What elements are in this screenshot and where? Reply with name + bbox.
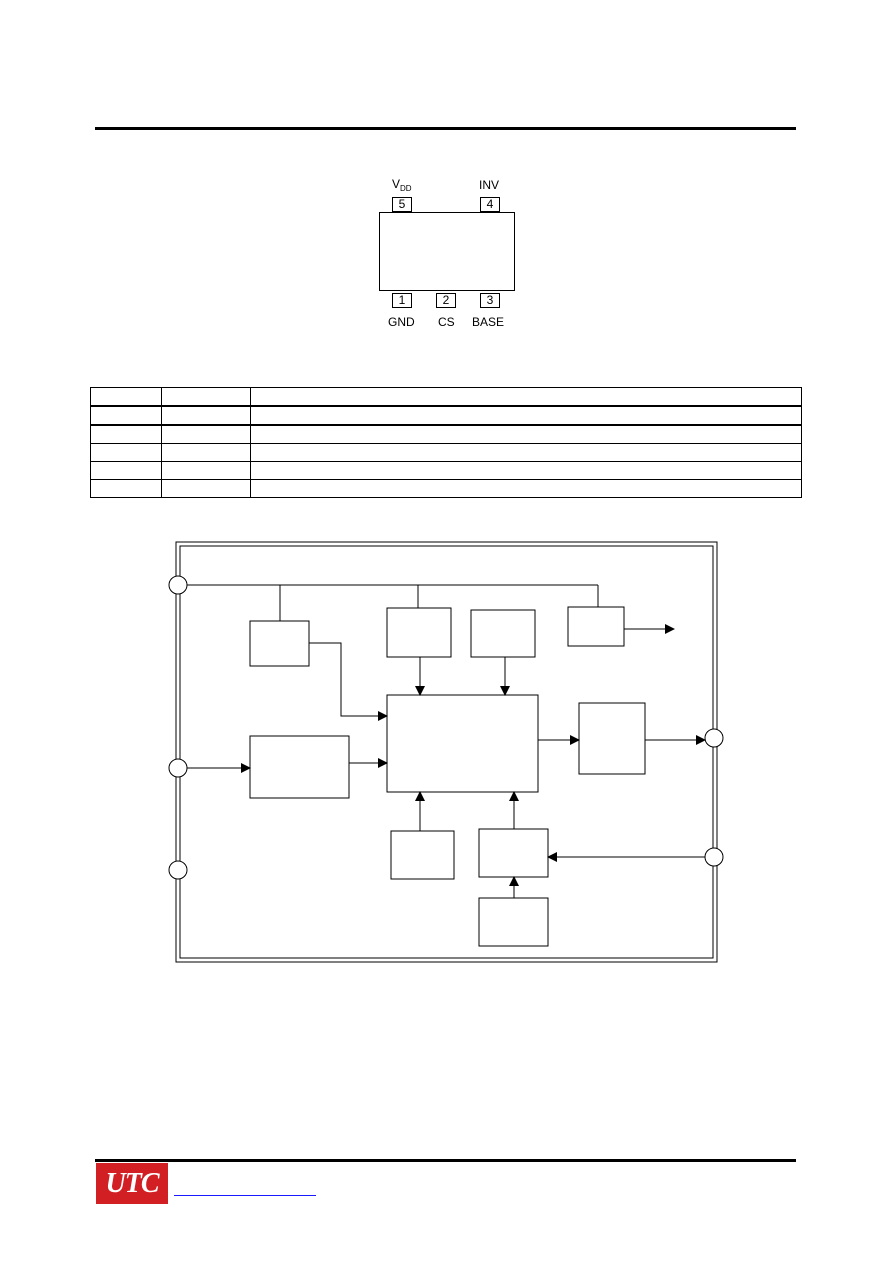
header-rule bbox=[95, 127, 796, 130]
table-cell bbox=[250, 424, 802, 444]
block-a bbox=[249, 620, 310, 667]
diagram-outer-frame bbox=[175, 541, 718, 963]
block-d bbox=[567, 606, 625, 647]
pin-2-label: CS bbox=[438, 315, 455, 329]
pin-3-label: BASE bbox=[472, 315, 505, 329]
pin-4-label: INV bbox=[479, 178, 500, 192]
arrow bbox=[309, 642, 388, 721]
footer-link-underline[interactable] bbox=[174, 1195, 316, 1196]
table-cell bbox=[90, 424, 162, 444]
table-cell bbox=[90, 479, 162, 498]
footer-rule bbox=[95, 1159, 796, 1162]
table-cell bbox=[250, 405, 802, 426]
block-b bbox=[386, 607, 452, 658]
table-cell bbox=[90, 443, 162, 462]
table-header-row bbox=[90, 387, 802, 407]
table-cell bbox=[250, 479, 802, 498]
table-cell bbox=[90, 461, 162, 480]
pin-1-box: 1 bbox=[392, 293, 412, 308]
pin-configuration-diagram: VDD INV 5 4 1 2 3 GND CS BASE bbox=[370, 172, 530, 337]
table-cell bbox=[161, 461, 251, 480]
pin-2-box: 2 bbox=[436, 293, 456, 308]
terminal-circle bbox=[168, 758, 188, 778]
utc-logo: UTC bbox=[96, 1163, 168, 1204]
table-cell bbox=[161, 424, 251, 444]
terminal-circle bbox=[168, 575, 188, 595]
pin-4-box: 4 bbox=[480, 197, 500, 212]
pin-5-label: VDD bbox=[392, 177, 412, 193]
chip-body bbox=[379, 212, 515, 291]
table-cell bbox=[90, 405, 162, 426]
table-cell bbox=[161, 387, 251, 407]
block-g bbox=[390, 830, 455, 880]
block-c bbox=[470, 609, 536, 658]
pin-description-table bbox=[90, 387, 802, 498]
table-row bbox=[90, 443, 802, 462]
table-cell bbox=[250, 387, 802, 407]
pin-1-label: GND bbox=[388, 315, 415, 329]
terminal-circle bbox=[704, 728, 724, 748]
table-cell bbox=[161, 443, 251, 462]
pin-5-box: 5 bbox=[392, 197, 412, 212]
table-cell bbox=[250, 461, 802, 480]
terminal-circle bbox=[168, 860, 188, 880]
table-cell bbox=[161, 479, 251, 498]
block-f bbox=[578, 702, 646, 775]
block-e bbox=[249, 735, 350, 799]
block-i bbox=[478, 897, 549, 947]
table-cell bbox=[90, 387, 162, 407]
table-row bbox=[90, 405, 802, 426]
table-row bbox=[90, 461, 802, 480]
diagram-inner-frame bbox=[179, 545, 714, 959]
block-h bbox=[478, 828, 549, 878]
table-cell bbox=[250, 443, 802, 462]
block-center bbox=[386, 694, 539, 793]
table-row bbox=[90, 424, 802, 444]
table-row bbox=[90, 479, 802, 498]
block-diagram bbox=[168, 541, 724, 963]
pin-3-box: 3 bbox=[480, 293, 500, 308]
terminal-circle bbox=[704, 847, 724, 867]
table-cell bbox=[161, 405, 251, 426]
